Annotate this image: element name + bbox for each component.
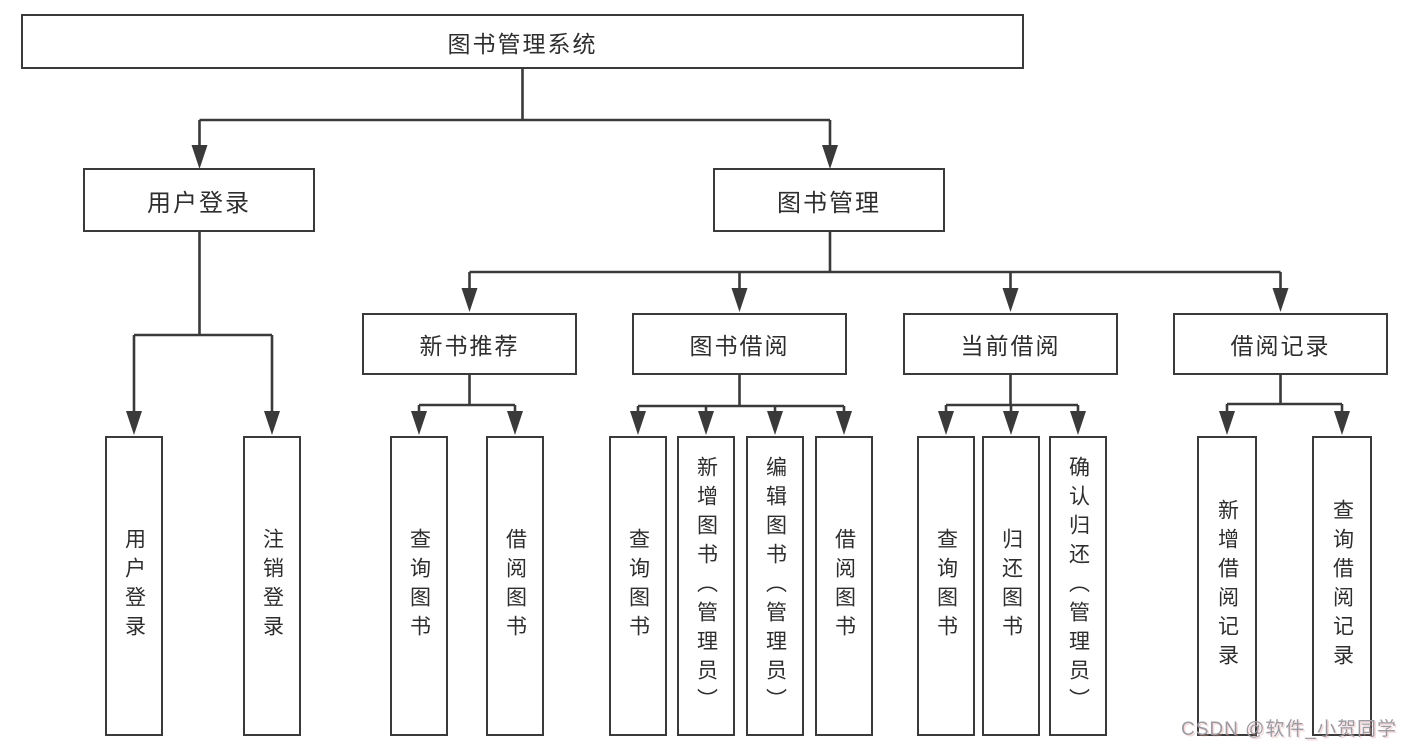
node-user-login: 用户登录	[83, 168, 315, 232]
leaf-borrow-books: 借阅图书	[815, 436, 873, 736]
leaf-add-books-admin: 新增图书（管理员）	[677, 436, 735, 736]
node-book-management: 图书管理	[713, 168, 945, 232]
leaf-query-books-recommend: 查询图书	[390, 436, 448, 736]
leaf-user-login: 用户登录	[105, 436, 163, 736]
node-new-book-recommend: 新书推荐	[362, 313, 577, 375]
leaf-return-books: 归还图书	[982, 436, 1040, 736]
node-borrow-records: 借阅记录	[1173, 313, 1388, 375]
arrowhead-icons	[126, 145, 1350, 435]
leaf-edit-books-admin: 编辑图书（管理员）	[746, 436, 804, 736]
leaf-query-books-current: 查询图书	[917, 436, 975, 736]
leaf-borrow-books-recommend: 借阅图书	[486, 436, 544, 736]
node-current-borrow: 当前借阅	[903, 313, 1118, 375]
leaf-confirm-return-admin: 确认归还（管理员）	[1049, 436, 1107, 736]
node-root-system: 图书管理系统	[21, 14, 1024, 69]
leaf-add-borrow-record: 新增借阅记录	[1197, 436, 1257, 736]
node-book-borrow: 图书借阅	[632, 313, 847, 375]
leaf-query-books-borrow: 查询图书	[609, 436, 667, 736]
leaf-query-borrow-record: 查询借阅记录	[1312, 436, 1372, 736]
leaf-logout: 注销登录	[243, 436, 301, 736]
